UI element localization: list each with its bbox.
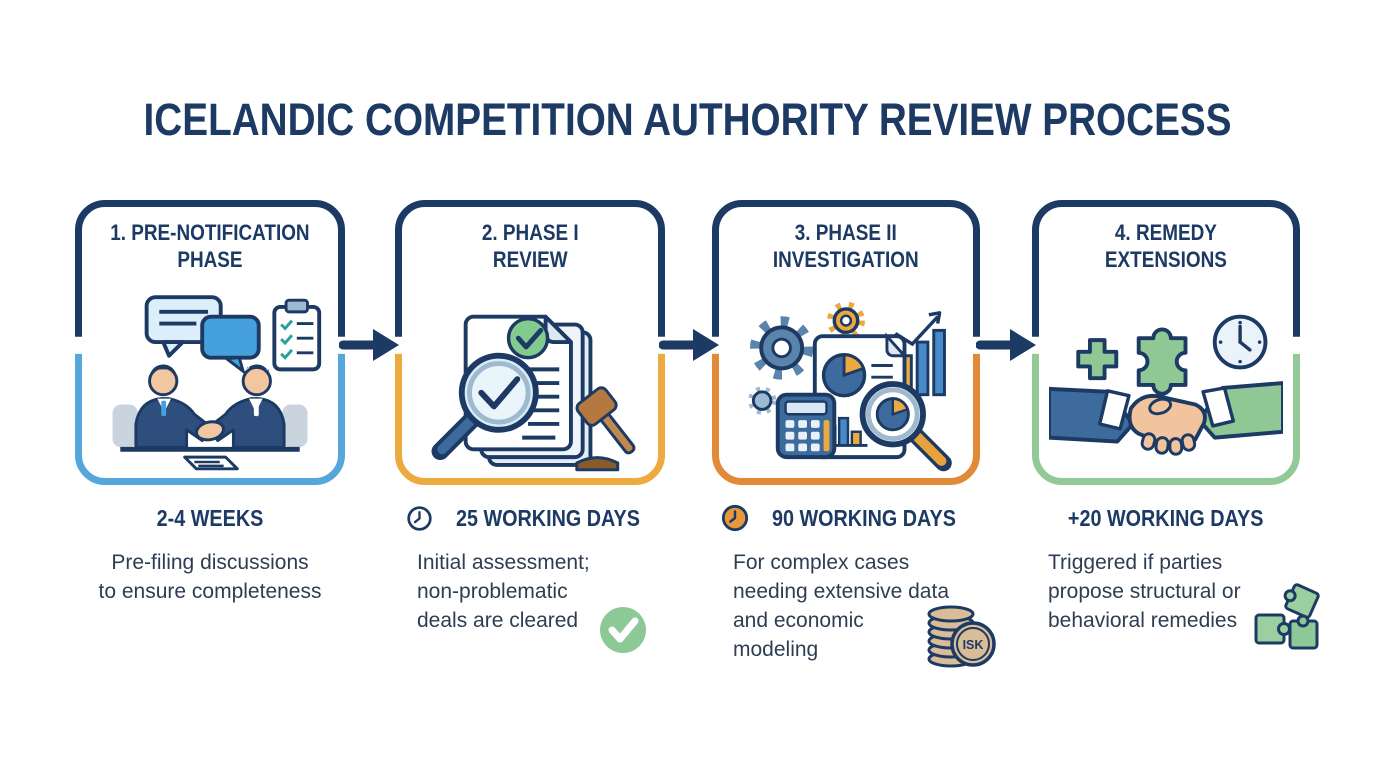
step-card-phase2: 3. PHASE II INVESTIGATION — [712, 200, 980, 485]
left-businessman-icon — [134, 364, 214, 449]
handshake-icon — [1049, 381, 1283, 456]
clock-icon — [1212, 314, 1268, 370]
gavel-icon — [575, 386, 636, 472]
description-step3: For complex cases needing extensive data… — [733, 551, 949, 661]
card-border-bottom — [75, 353, 345, 485]
arrow-right-icon — [339, 329, 399, 361]
data-analysis-charts-icon — [712, 291, 980, 477]
card-border-top — [1032, 200, 1300, 337]
svg-text:ISK: ISK — [963, 638, 984, 652]
paper-icon — [183, 455, 239, 471]
clock-outline-icon — [406, 505, 432, 531]
plus-icon — [1076, 338, 1119, 381]
step-card-remedy: 4. REMEDY EXTENSIONS — [1032, 200, 1300, 485]
check-circle-icon — [600, 607, 646, 653]
duration-step4: +20 WORKING DAYS — [1068, 504, 1264, 531]
card-border-top — [395, 200, 665, 337]
agreement-handshake-puzzle-icon — [1032, 291, 1300, 477]
magnifier-pie-icon — [859, 381, 952, 472]
chair-icon — [112, 404, 138, 448]
handshake-hands-icon — [195, 420, 225, 442]
puzzle-piece-icon — [1136, 327, 1188, 396]
card-border-bottom — [1032, 353, 1300, 485]
step-card-pre-notification: 1. PRE-NOTIFICATION PHASE — [75, 200, 345, 485]
card-border-bottom — [395, 353, 665, 485]
calculator-icon — [775, 392, 837, 460]
step-title: 4. REMEDY EXTENSIONS — [1105, 220, 1227, 272]
checklist-clipboard-icon — [272, 298, 322, 372]
description-step1: Pre-filing discussions to ensure complet… — [98, 551, 322, 603]
card-border-top — [712, 200, 980, 337]
isk-coins-icon: ISK — [927, 605, 996, 668]
chair-icon — [282, 404, 308, 448]
step-title: 3. PHASE II INVESTIGATION — [773, 220, 919, 272]
duration-step2: 25 WORKING DAYS — [395, 502, 665, 534]
magnifier-check-icon — [431, 352, 539, 461]
businessmen-handshake-meeting-icon — [75, 291, 345, 477]
step-title: 2. PHASE I REVIEW — [481, 220, 579, 272]
page-title: ICELANDIC COMPETITION AUTHORITY REVIEW P… — [0, 94, 1376, 146]
description-step4: Triggered if parties propose structural … — [1048, 551, 1241, 632]
check-badge-icon — [506, 316, 550, 360]
duration-step3: 90 WORKING DAYS — [712, 502, 980, 534]
arrow-right-icon — [659, 329, 719, 361]
chat-bubbles-icon — [144, 295, 261, 376]
page-title-text: ICELANDIC COMPETITION AUTHORITY REVIEW P… — [144, 94, 1232, 145]
puzzle-pieces-icon — [1254, 583, 1320, 650]
document-magnifier-gavel-icon — [395, 291, 665, 477]
gears-icon — [748, 301, 866, 415]
card-border-bottom — [712, 353, 980, 485]
card-border-top — [75, 200, 345, 337]
arrow-right-icon — [976, 329, 1036, 361]
description-step2: Initial assessment; non-problematic deal… — [417, 551, 590, 632]
duration-step1: 2-4 WEEKS — [156, 504, 264, 531]
clock-filled-icon — [721, 504, 749, 532]
step-card-phase1: 2. PHASE I REVIEW — [395, 200, 665, 485]
step-title: 1. PRE-NOTIFICATION PHASE — [110, 220, 310, 272]
